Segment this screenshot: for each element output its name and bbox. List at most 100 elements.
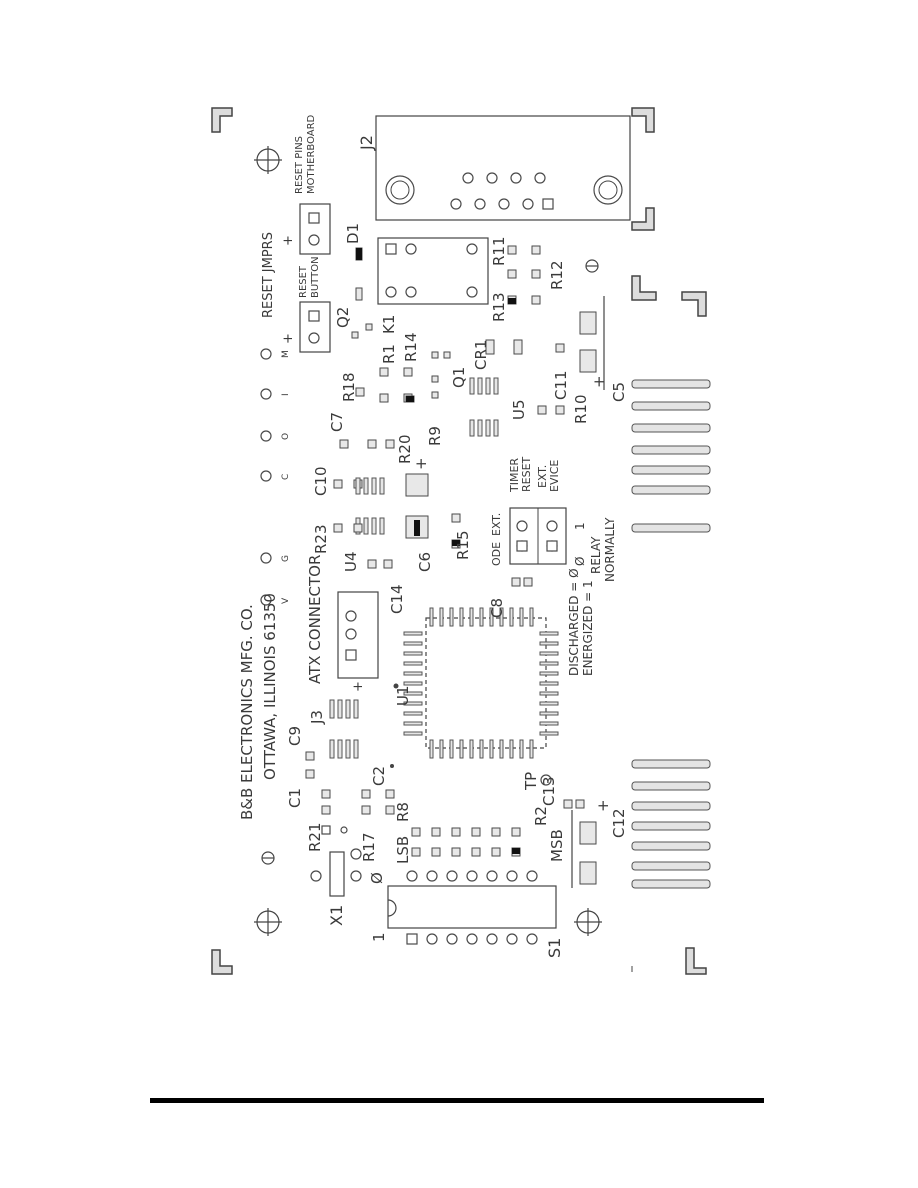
ref-r8: R8: [394, 802, 412, 822]
ref-c12: C12: [610, 808, 628, 838]
test-point: [540, 774, 552, 786]
led-label-v: V: [281, 597, 291, 604]
corner-mark-bottom-left: [211, 949, 233, 975]
ref-lsb: LSB: [394, 836, 412, 864]
footer-rule: [150, 1098, 764, 1103]
ref-k1: K1: [380, 315, 398, 334]
ref-c10: C10: [312, 466, 330, 496]
mounting-hole-small-left: [261, 851, 275, 865]
mounting-hole-top: [254, 146, 282, 174]
relay-zero-label: Ø: [573, 557, 587, 566]
ref-r11: R11: [490, 236, 508, 266]
ref-r9: R9: [426, 426, 444, 446]
relay-jumper-block: [509, 507, 567, 565]
x1-crystal: [310, 848, 362, 897]
mounting-holes: [254, 146, 602, 936]
relay-label: RELAY: [589, 536, 603, 574]
ref-msb: MSB: [548, 829, 566, 862]
s1-pins-top: [406, 870, 538, 882]
ref-r18: R18: [340, 372, 358, 402]
s1-pins-bottom: [406, 933, 538, 945]
ref-c14: C14: [388, 584, 406, 614]
reset-jmprs-label: RESET JMPRS: [261, 232, 276, 318]
corner-mark-bottom-right: [685, 947, 707, 975]
ref-c6: C6: [416, 552, 434, 572]
ext-device-label: EXT.: [536, 465, 549, 488]
ref-r20: R20: [396, 434, 414, 464]
mode-label: ODE: [490, 542, 503, 566]
ref-q2: Q2: [334, 307, 352, 328]
led-label-m: M: [281, 350, 291, 358]
j3-header: [329, 699, 359, 759]
corner-mark-mid-right-a: [631, 275, 657, 301]
u1-pins-bottom: [429, 739, 534, 759]
ref-c11: C11: [552, 370, 570, 400]
timer-label: TIMER: [508, 458, 521, 493]
corner-mark-j2-bottom: [631, 207, 655, 231]
ref-q1: Q1: [450, 367, 468, 388]
motherboard-label: MOTHERBOARD: [306, 114, 317, 194]
s1-dip-switch: [387, 870, 557, 945]
plus-sign-atx: +: [351, 681, 366, 692]
discharged-label: DISCHARGED = Ø: [567, 568, 581, 676]
ref-j3: J3: [308, 710, 326, 725]
plus-sign-c6: +: [412, 457, 430, 470]
u1-pins-left: [403, 631, 423, 736]
corner-mark-mid-right-b: [681, 291, 707, 317]
relay-one-label: 1: [573, 522, 587, 530]
ext-mode-label: EXT.: [490, 513, 503, 536]
company-name-label: B&B ELECTRONICS MFG. CO.: [238, 604, 256, 820]
ref-c8: C8: [488, 598, 506, 618]
ref-cr1: CR1: [472, 340, 490, 370]
normally-label: NORMALLY: [603, 517, 617, 582]
mounting-hole-bottom-left: [254, 908, 282, 936]
plus-sign-reset-pins: +: [281, 235, 296, 246]
reset-pins-header: [299, 203, 331, 255]
ref-r13: R13: [490, 292, 508, 322]
u1-pins-top: [429, 607, 534, 627]
j2-connector: [375, 115, 631, 221]
ref-r23: R23: [312, 524, 330, 554]
energized-label: ENERGIZED = 1: [581, 580, 595, 676]
evice-label: EVICE: [548, 460, 561, 492]
atx-connector-footprint: [337, 591, 379, 679]
ref-one-s1: 1: [370, 932, 388, 942]
reset-label: RESET: [298, 265, 309, 298]
led-indicators: [260, 348, 272, 606]
ref-tp: TP: [522, 772, 540, 791]
corner-mark-top-right: [631, 107, 655, 133]
reset-pins-label: RESET PINS: [294, 136, 305, 194]
silkscreen-labels: B&B ELECTRONICS MFG. CO. OTTAWA, ILLINOI…: [238, 114, 628, 958]
ref-u4: U4: [342, 551, 360, 572]
ref-c5: C5: [610, 382, 628, 402]
smd-pads: [305, 245, 605, 888]
plus-sign-reset-button: +: [281, 333, 296, 344]
ref-zero-s1: Ø: [368, 872, 386, 884]
ref-r15: R15: [454, 530, 472, 560]
ref-u1: U1: [394, 685, 412, 706]
led-label-o: O: [281, 433, 291, 440]
ref-x1: X1: [327, 905, 346, 926]
edge-connector-fingers: [631, 379, 711, 972]
mounting-hole-small-top: [585, 259, 599, 273]
ref-c1: C1: [286, 788, 304, 808]
plus-sign-c5: +: [590, 375, 608, 388]
u1-qfp-chip: [390, 607, 559, 768]
ref-c9: C9: [286, 726, 304, 746]
ref-d1: D1: [344, 223, 362, 244]
ref-r17: R17: [360, 832, 378, 862]
led-label-c: C: [281, 474, 291, 480]
ref-c7: C7: [328, 412, 346, 432]
ref-u5: U5: [510, 399, 528, 420]
ref-r10: R10: [572, 394, 590, 424]
timer-reset-label: RESET: [520, 456, 533, 492]
ref-j2: J2: [357, 135, 376, 151]
u1-pins-right: [539, 631, 559, 736]
plus-sign-c12: +: [594, 799, 612, 812]
company-address-label: OTTAWA, ILLINOIS 61350: [261, 593, 279, 780]
ref-r21: R21: [306, 822, 324, 852]
reset-button-header: [299, 301, 331, 353]
ref-r12: R12: [548, 260, 566, 290]
ref-c2: C2: [370, 766, 388, 786]
